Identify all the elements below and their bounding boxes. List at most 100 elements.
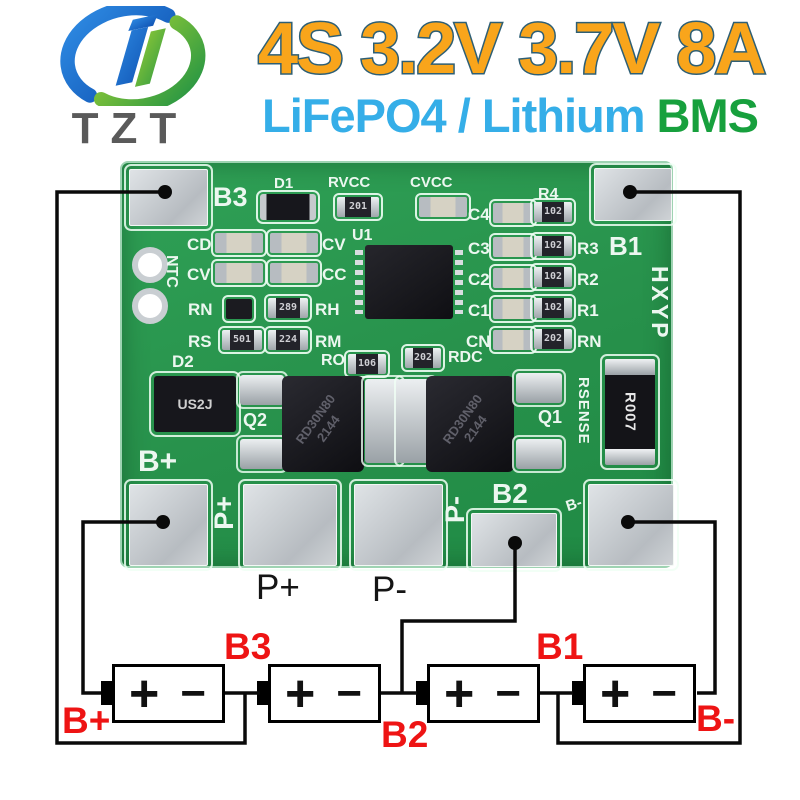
silk-rm: RM bbox=[315, 332, 342, 351]
capacitor-cvcc bbox=[415, 193, 471, 221]
silk-cd: CD bbox=[187, 235, 212, 254]
resistor-rs-code: 501 bbox=[230, 330, 254, 350]
diagram-label-b3: B3 bbox=[224, 626, 272, 667]
silk-ntc: NTC bbox=[163, 255, 180, 288]
resistor-rvcc: 201 bbox=[333, 193, 383, 221]
tzt-logo: TZT bbox=[22, 0, 237, 153]
battery-cell-4: + − bbox=[583, 664, 696, 723]
resistor-ro: 106 bbox=[344, 350, 390, 378]
diode-d2-marking: US2J bbox=[177, 396, 213, 412]
silk-q2: Q2 bbox=[243, 410, 268, 430]
silk-rh: RH bbox=[315, 300, 340, 319]
silk-c2: C2 bbox=[468, 270, 490, 289]
pad-battery-plus bbox=[124, 479, 213, 571]
resistor-rn: 202 bbox=[530, 325, 576, 353]
silk-c1: C1 bbox=[468, 301, 490, 320]
silk-c4: C4 bbox=[468, 205, 490, 224]
resistor-rh-code: 289 bbox=[276, 298, 300, 318]
resistor-r3: 102 bbox=[530, 232, 576, 260]
silk-rn-left: RN bbox=[188, 300, 213, 319]
product-title-specs: 4S 3.2V 3.7V 8A bbox=[256, 8, 767, 91]
resistor-r4: 102 bbox=[530, 198, 576, 226]
battery-cell-3: + − bbox=[427, 664, 540, 723]
silk-b1: B1 bbox=[609, 231, 643, 261]
silk-cvcc: CVCC bbox=[410, 174, 453, 191]
q1-source-tab-1 bbox=[512, 369, 566, 407]
silk-d2: D2 bbox=[172, 352, 194, 371]
tzt-logo-graphic bbox=[60, 0, 206, 114]
resistor-rm: 224 bbox=[264, 326, 312, 354]
silk-r3: R3 bbox=[577, 239, 599, 258]
ic-pins-left bbox=[355, 250, 363, 314]
resistor-rn-code: 202 bbox=[542, 329, 564, 349]
silk-rvcc: RVCC bbox=[328, 174, 371, 191]
caption-p-plus: P+ bbox=[256, 568, 300, 607]
ic-u1 bbox=[355, 245, 463, 319]
pad-p-plus bbox=[238, 479, 342, 571]
capacitor-cv-1 bbox=[211, 259, 267, 287]
pad-battery-minus bbox=[583, 479, 679, 571]
resistor-rdc: 202 bbox=[401, 344, 445, 372]
logo-monogram-green-bar bbox=[134, 28, 166, 87]
diagram-label-b2: B2 bbox=[381, 714, 429, 755]
capacitor-cd-2 bbox=[266, 229, 322, 257]
resistor-ro-code: 106 bbox=[356, 354, 378, 374]
silk-q1: Q1 bbox=[538, 407, 563, 427]
transistor-rn bbox=[222, 295, 256, 323]
logo-wordmark: TZT bbox=[71, 104, 189, 153]
silk-b-plus: B+ bbox=[138, 445, 178, 478]
cell3-terminal bbox=[416, 681, 428, 705]
resistor-rs: 501 bbox=[218, 326, 266, 354]
capacitor-cn bbox=[489, 326, 537, 354]
resistor-r2-code: 102 bbox=[542, 267, 564, 287]
resistor-rvcc-code: 201 bbox=[345, 197, 371, 217]
silk-p-plus: P+ bbox=[209, 496, 239, 530]
logo-monogram-blue-bar bbox=[115, 26, 149, 86]
silk-b-minus: B- bbox=[563, 493, 585, 516]
logo-blue-swoosh bbox=[60, 0, 176, 103]
resistor-r3-code: 102 bbox=[542, 236, 564, 256]
silk-cc: CC bbox=[322, 265, 347, 284]
resistor-r2: 102 bbox=[530, 263, 576, 291]
silk-ro: RO bbox=[321, 352, 345, 369]
silk-d1: D1 bbox=[274, 175, 294, 192]
logo-monogram-cap bbox=[128, 14, 158, 32]
cell2-terminal bbox=[257, 681, 269, 705]
pad-b2 bbox=[466, 508, 562, 572]
shunt-resistor: R007 bbox=[600, 354, 660, 470]
q1-source-tab-2 bbox=[512, 435, 566, 473]
silk-rn-right: RN bbox=[577, 332, 602, 351]
silk-b2: B2 bbox=[492, 478, 528, 509]
silk-r1: R1 bbox=[577, 301, 599, 320]
pad-b1 bbox=[589, 163, 677, 226]
shunt-code: R007 bbox=[621, 392, 639, 432]
silk-cn: CN bbox=[466, 332, 491, 351]
caption-p-minus: P- bbox=[372, 570, 407, 609]
silk-r2: R2 bbox=[577, 270, 599, 289]
pcb-board: B3 B1 HXYP D1 RVCC 201 CVCC NTC CD CV CV… bbox=[120, 161, 679, 572]
silk-cv-b: CV bbox=[187, 265, 211, 284]
capacitor-c4 bbox=[489, 199, 537, 227]
silk-r4: R4 bbox=[538, 186, 559, 203]
resistor-rh: 289 bbox=[264, 294, 312, 322]
diode-d2: US2J bbox=[149, 371, 241, 437]
silk-hxyp: HXYP bbox=[647, 266, 673, 341]
shunt-cap-top bbox=[605, 359, 655, 375]
capacitor-c3 bbox=[489, 233, 537, 261]
resistor-rdc-code: 202 bbox=[413, 348, 433, 368]
diode-d1 bbox=[256, 190, 320, 224]
resistor-r1-code: 102 bbox=[542, 298, 564, 318]
battery-cell-1: + − bbox=[112, 664, 225, 723]
diagram-label-b1: B1 bbox=[536, 626, 584, 667]
resistor-rm-code: 224 bbox=[276, 330, 300, 350]
silk-rdc: RDC bbox=[448, 349, 483, 366]
silk-cv-a: CV bbox=[322, 235, 346, 254]
title-bms-text: BMS bbox=[656, 89, 759, 142]
q2-source-tab-1 bbox=[236, 371, 288, 409]
silk-u1: U1 bbox=[352, 227, 373, 244]
capacitor-c2 bbox=[489, 264, 537, 292]
resistor-r1: 102 bbox=[530, 294, 576, 322]
resistor-r4-code: 102 bbox=[542, 202, 564, 222]
